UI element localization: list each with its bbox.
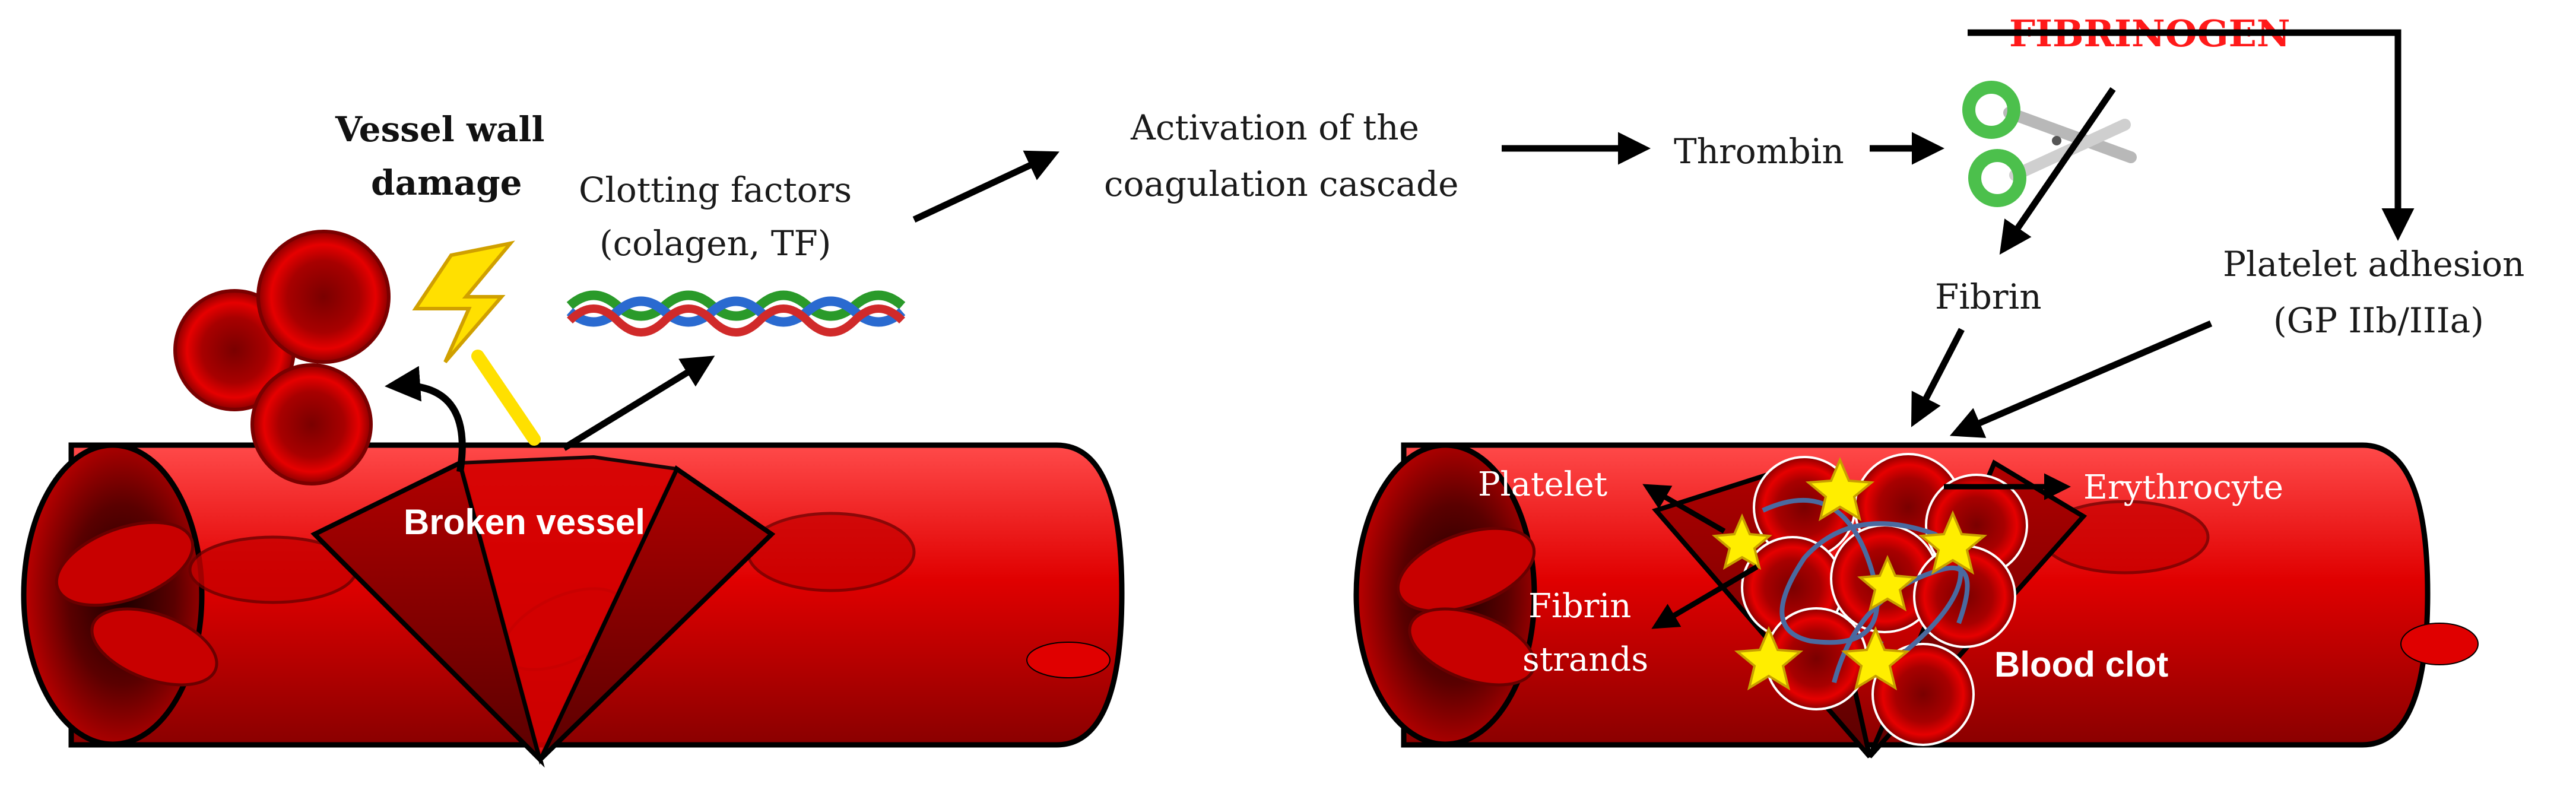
vessel-wall-damage-label-1: Vessel wall bbox=[335, 109, 545, 150]
vessel-wall-damage-label-2: damage bbox=[371, 163, 522, 203]
lightning-bolt-icon bbox=[412, 240, 515, 363]
fibrin-label: Fibrin bbox=[1935, 277, 2042, 317]
platelet-star-icons bbox=[1712, 456, 1988, 691]
arrow-fibrin-to-clot bbox=[1911, 328, 1965, 427]
blood-clot bbox=[1712, 453, 2028, 746]
arrow-fibrinogen-to-platelet-adhesion bbox=[1968, 29, 2415, 241]
blood-clot-label: Blood clot bbox=[1994, 645, 2168, 684]
clotting-factors-label-2: (colagen, TF) bbox=[599, 223, 831, 264]
arrow-adhesion-to-clot bbox=[1949, 320, 2213, 438]
clotting-factors-label-1: Clotting factors bbox=[579, 170, 852, 210]
arrow-fibrinogen-to-fibrin bbox=[1999, 87, 2116, 255]
arrow-clotting-to-activation bbox=[912, 150, 1059, 223]
platelet-adhesion-label-1: Platelet adhesion bbox=[2223, 244, 2524, 284]
escape-arrow bbox=[385, 366, 466, 472]
arrow-to-fibrin-strands bbox=[1651, 564, 1759, 629]
fibrin-strands-label-2: strands bbox=[1522, 640, 1648, 679]
activation-label-2: coagulation cascade bbox=[1104, 164, 1459, 204]
escaping-red-blood-cells bbox=[173, 230, 391, 485]
activation-label-1: Activation of the bbox=[1130, 107, 1419, 148]
arrow-vessel-to-clotting bbox=[562, 356, 715, 451]
fibrin-strands-label-1: Fibrin bbox=[1528, 587, 1631, 626]
platelet-adhesion-label-2: (GP IIb/IIIa) bbox=[2273, 300, 2484, 341]
erythrocyte-label: Erythrocyte bbox=[2083, 468, 2283, 507]
thrombin-label: Thrombin bbox=[1674, 131, 1844, 172]
fibrin-strand-lines bbox=[1762, 497, 1970, 684]
platelet-label: Platelet bbox=[1478, 465, 1608, 504]
vessel-tear bbox=[310, 455, 776, 768]
left-vessel: Broken vessel bbox=[21, 442, 1125, 768]
arrow-to-platelet bbox=[1642, 484, 1726, 534]
broken-vessel-label: Broken vessel bbox=[404, 502, 645, 542]
collagen-helix-icon bbox=[566, 290, 906, 337]
